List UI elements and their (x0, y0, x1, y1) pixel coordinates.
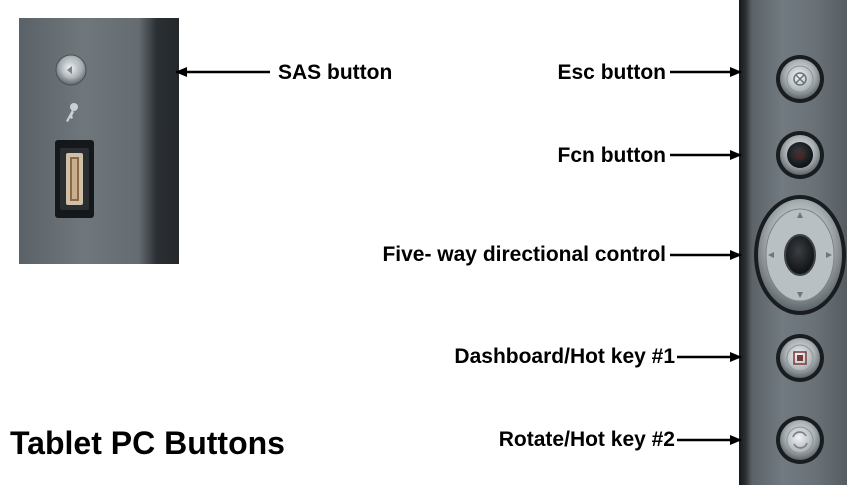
fingerprint-reader-icon (55, 140, 94, 218)
sas-button-panel (19, 18, 179, 264)
dashboard-hotkey-label: Dashboard/Hot key #1 (454, 345, 675, 368)
rotate-button-icon (776, 416, 824, 464)
five-way-control-label: Five- way directional control (382, 243, 666, 266)
directional-pad-icon (754, 195, 846, 315)
fcn-button-label: Fcn button (557, 144, 666, 167)
rotate-hotkey-label: Rotate/Hot key #2 (498, 428, 675, 451)
diagram-title: Tablet PC Buttons (10, 425, 285, 461)
dashboard-button-icon (776, 334, 824, 382)
sas-button-icon (55, 54, 87, 86)
sas-button-label: SAS button (278, 61, 393, 84)
fcn-button-icon (776, 131, 824, 179)
key-icon (66, 103, 78, 122)
esc-button-label: Esc button (557, 61, 667, 84)
esc-button-icon (776, 55, 824, 103)
